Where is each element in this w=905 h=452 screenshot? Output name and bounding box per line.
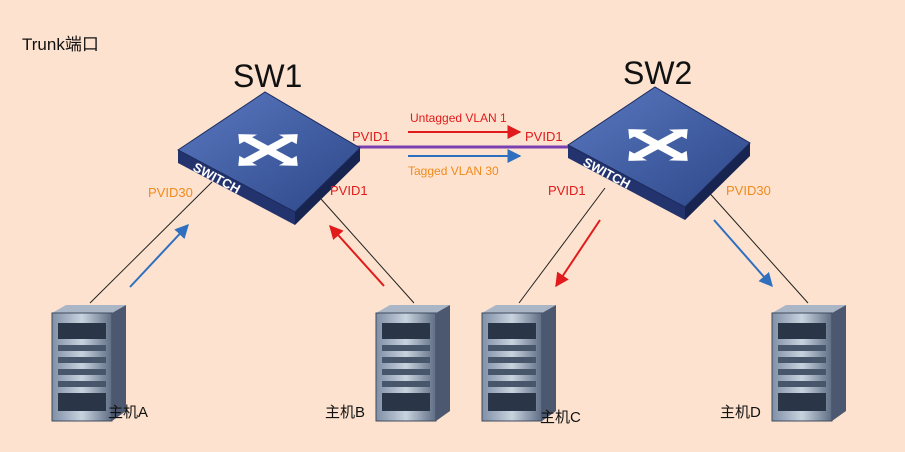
sw2-port-c-pvid: PVID1	[548, 183, 586, 198]
diagram-title: Trunk端口	[22, 35, 99, 54]
host-b-label: 主机B	[325, 404, 366, 421]
host-d-computer-icon	[771, 305, 846, 422]
sw1-port-a-pvid: PVID30	[148, 185, 193, 200]
host-c-computer-icon	[481, 305, 556, 422]
tagged-vlan-label: Tagged VLAN 30	[408, 164, 499, 178]
arrow-b-up	[329, 224, 385, 287]
arrow-a-up	[129, 223, 189, 288]
host-a-computer-icon	[51, 305, 126, 422]
cable-a	[89, 181, 213, 304]
host-a-label: 主机A	[108, 404, 149, 421]
host-d-label: 主机D	[720, 404, 761, 421]
sw2-port-d-pvid: PVID30	[726, 183, 771, 198]
cable-d	[704, 187, 809, 304]
switch-sw1-label: SW1	[233, 58, 303, 94]
cable-b	[312, 189, 415, 304]
cable-c	[518, 187, 606, 304]
switch-sw1-icon: SWITCH	[177, 91, 361, 225]
arrow-d-down	[713, 219, 773, 288]
sw1-trunk-pvid: PVID1	[352, 129, 390, 144]
host-b-computer-icon	[375, 305, 450, 422]
sw1-port-b-pvid: PVID1	[330, 183, 368, 198]
host-c-label: 主机C	[540, 409, 581, 426]
switch-sw2-label: SW2	[623, 55, 693, 91]
arrow-c-down	[555, 219, 601, 288]
sw2-trunk-pvid: PVID1	[525, 129, 563, 144]
switch-sw2-icon: SWITCH	[567, 86, 751, 220]
untagged-vlan-label: Untagged VLAN 1	[410, 111, 507, 125]
